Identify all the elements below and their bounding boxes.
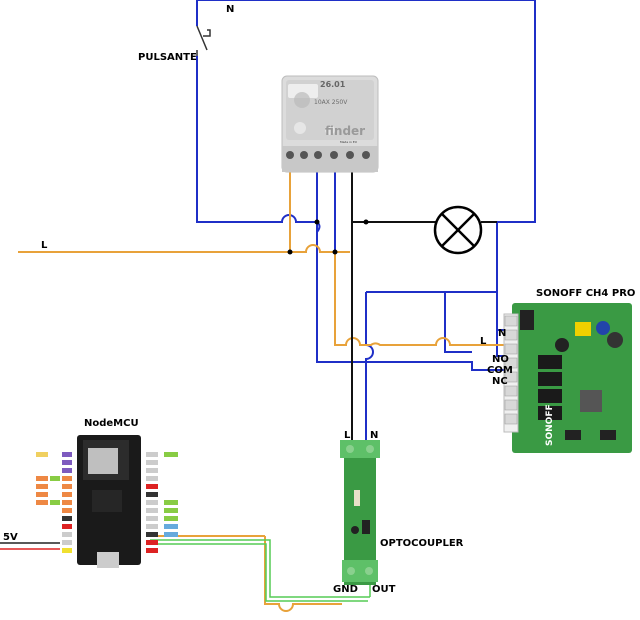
sonoff-no-label: NO (492, 354, 509, 365)
sonoff-logo: SONOFF (545, 404, 555, 446)
signal-wires (351, 160, 497, 440)
nodemcu-left-pins (36, 452, 72, 553)
nodemcu-board (36, 435, 178, 568)
opto-out-label: OUT (372, 584, 396, 595)
sonoff-n-label: N (498, 328, 506, 339)
relay-model: 26.01 (320, 80, 346, 89)
optocoupler-module (340, 440, 380, 585)
junction-dot (332, 249, 338, 255)
junctions (287, 219, 369, 255)
junction-dot (314, 219, 320, 225)
opto-title: OPTOCOUPLER (380, 538, 464, 549)
opto-l-label: L (344, 430, 351, 441)
junction-dot (363, 219, 369, 225)
sonoff-nc-label: NC (492, 376, 508, 387)
sonoff-l-label: L (480, 336, 487, 347)
neutral-wires (196, 0, 536, 440)
finder-relay: 26.01 10AX 250V finder Made in EU (281, 75, 379, 173)
relay-terminals (286, 151, 370, 159)
opto-gnd-label: GND (333, 584, 358, 595)
sonoff-ch4-pro-board: SONOFF (503, 303, 632, 453)
neutral-label: N (226, 4, 234, 15)
relay-rating: 10AX 250V (314, 99, 348, 106)
relay-origin: Made in EU (340, 140, 357, 144)
junction-dot (287, 249, 293, 255)
lamp-icon (433, 205, 483, 255)
sonoff-title: SONOFF CH4 PRO (536, 288, 635, 299)
nodemcu-title: NodeMCU (84, 418, 139, 429)
opto-n-label: N (370, 430, 378, 441)
nodemcu-right-pins (146, 452, 178, 553)
supply-label: 5V (3, 532, 18, 543)
line-label: L (41, 240, 48, 251)
supply-wires (0, 542, 60, 550)
button-label: PULSANTE (138, 52, 197, 63)
relay-brand: finder (325, 124, 365, 138)
sonoff-com-label: COM (487, 365, 513, 376)
push-button-icon (196, 25, 211, 56)
